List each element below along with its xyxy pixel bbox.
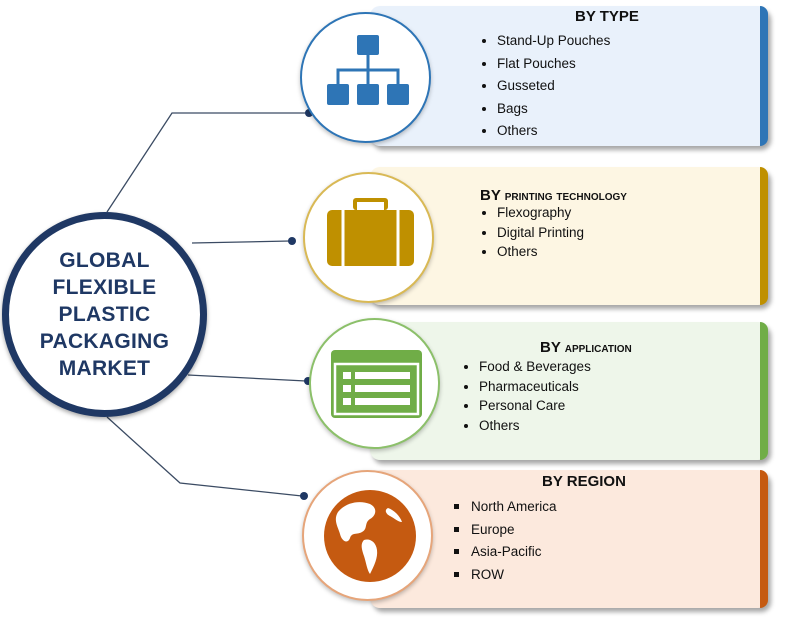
- segment-items-region: North America Europe Asia-Pacific ROW: [454, 496, 557, 587]
- bullet-icon: [482, 250, 486, 254]
- segment-title-type: BY TYPE: [575, 8, 639, 25]
- segment-title-main: printing technology: [504, 187, 627, 203]
- segment-title-prefix: BY: [575, 8, 600, 25]
- segment-title-main: REGION: [566, 473, 626, 490]
- hierarchy-icon: [327, 35, 409, 105]
- bullet-icon: [464, 365, 468, 369]
- bullet-icon: [464, 423, 468, 428]
- connector-printing: [191, 240, 291, 244]
- segment-title-main: TYPE: [599, 8, 639, 25]
- segment-items-printing: Flexography Digital Printing Others: [482, 203, 584, 262]
- segment-title-region: BY REGION: [542, 473, 626, 490]
- segment-title-prefix: BY: [540, 339, 565, 356]
- list-item: Asia-Pacific: [454, 541, 557, 564]
- segment-panel-printing: BY printing technology Flexography Digit…: [370, 167, 768, 305]
- connector-type: [106, 112, 307, 213]
- list-item: Others: [482, 120, 610, 143]
- list-window-icon: [331, 350, 422, 418]
- list-item: Food & Beverages: [464, 357, 591, 377]
- segment-title-printing: BY printing technology: [480, 187, 627, 204]
- icon-circle-region: [302, 470, 433, 601]
- market-title: GLOBAL FLEXIBLE PLASTIC PACKAGING MARKET: [39, 249, 170, 380]
- bullet-icon: [482, 211, 486, 215]
- bullet-icon: [482, 39, 486, 43]
- panel-accent-type: [760, 6, 768, 146]
- segment-title-prefix: BY: [542, 473, 567, 490]
- bullet-icon: [482, 230, 486, 235]
- panel-accent-application: [760, 322, 768, 460]
- list-item: Europe: [454, 519, 557, 542]
- panel-accent-printing: [760, 167, 768, 305]
- list-item: Pharmaceuticals: [464, 377, 591, 397]
- globe-icon: [324, 490, 416, 582]
- connector-dot-region: [300, 492, 308, 500]
- panel-accent-region: [760, 470, 768, 608]
- bullet-icon: [454, 549, 459, 554]
- segment-title-main: application: [564, 339, 632, 355]
- bullet-icon: [464, 404, 468, 408]
- segment-items-type: Stand-Up Pouches Flat Pouches Gusseted B…: [482, 30, 610, 143]
- market-hub-circle: GLOBAL FLEXIBLE PLASTIC PACKAGING MARKET: [2, 212, 207, 417]
- segment-title-application: BY application: [540, 339, 632, 356]
- connector-region: [106, 416, 303, 497]
- segment-items-application: Food & Beverages Pharmaceuticals Persona…: [464, 357, 591, 436]
- bullet-icon: [482, 129, 486, 133]
- list-item: Others: [482, 242, 584, 262]
- list-item: Stand-Up Pouches: [482, 30, 610, 53]
- connector-dot-printing: [288, 237, 296, 245]
- icon-circle-application: [309, 318, 440, 449]
- icon-circle-printing: [303, 172, 434, 303]
- bullet-icon: [454, 571, 459, 577]
- bullet-icon: [482, 61, 486, 66]
- list-item: ROW: [454, 564, 557, 587]
- segment-panel-region: BY REGION North America Europe Asia-Paci…: [370, 470, 768, 608]
- icon-circle-type: [300, 12, 431, 143]
- connector-application: [187, 374, 307, 382]
- segment-title-prefix: BY: [480, 187, 505, 204]
- bullet-icon: [454, 504, 459, 509]
- list-item: Digital Printing: [482, 223, 584, 243]
- bullet-icon: [482, 106, 486, 111]
- list-item: Gusseted: [482, 75, 610, 98]
- list-item: North America: [454, 496, 557, 519]
- bullet-icon: [454, 526, 459, 532]
- list-item: Others: [464, 416, 591, 436]
- briefcase-icon: [327, 198, 414, 266]
- bullet-icon: [464, 384, 468, 389]
- list-item: Bags: [482, 98, 610, 121]
- bullet-icon: [482, 84, 486, 88]
- list-item: Flat Pouches: [482, 53, 610, 76]
- segment-panel-type: BY TYPE Stand-Up Pouches Flat Pouches Gu…: [370, 6, 768, 146]
- list-item: Flexography: [482, 203, 584, 223]
- list-item: Personal Care: [464, 396, 591, 416]
